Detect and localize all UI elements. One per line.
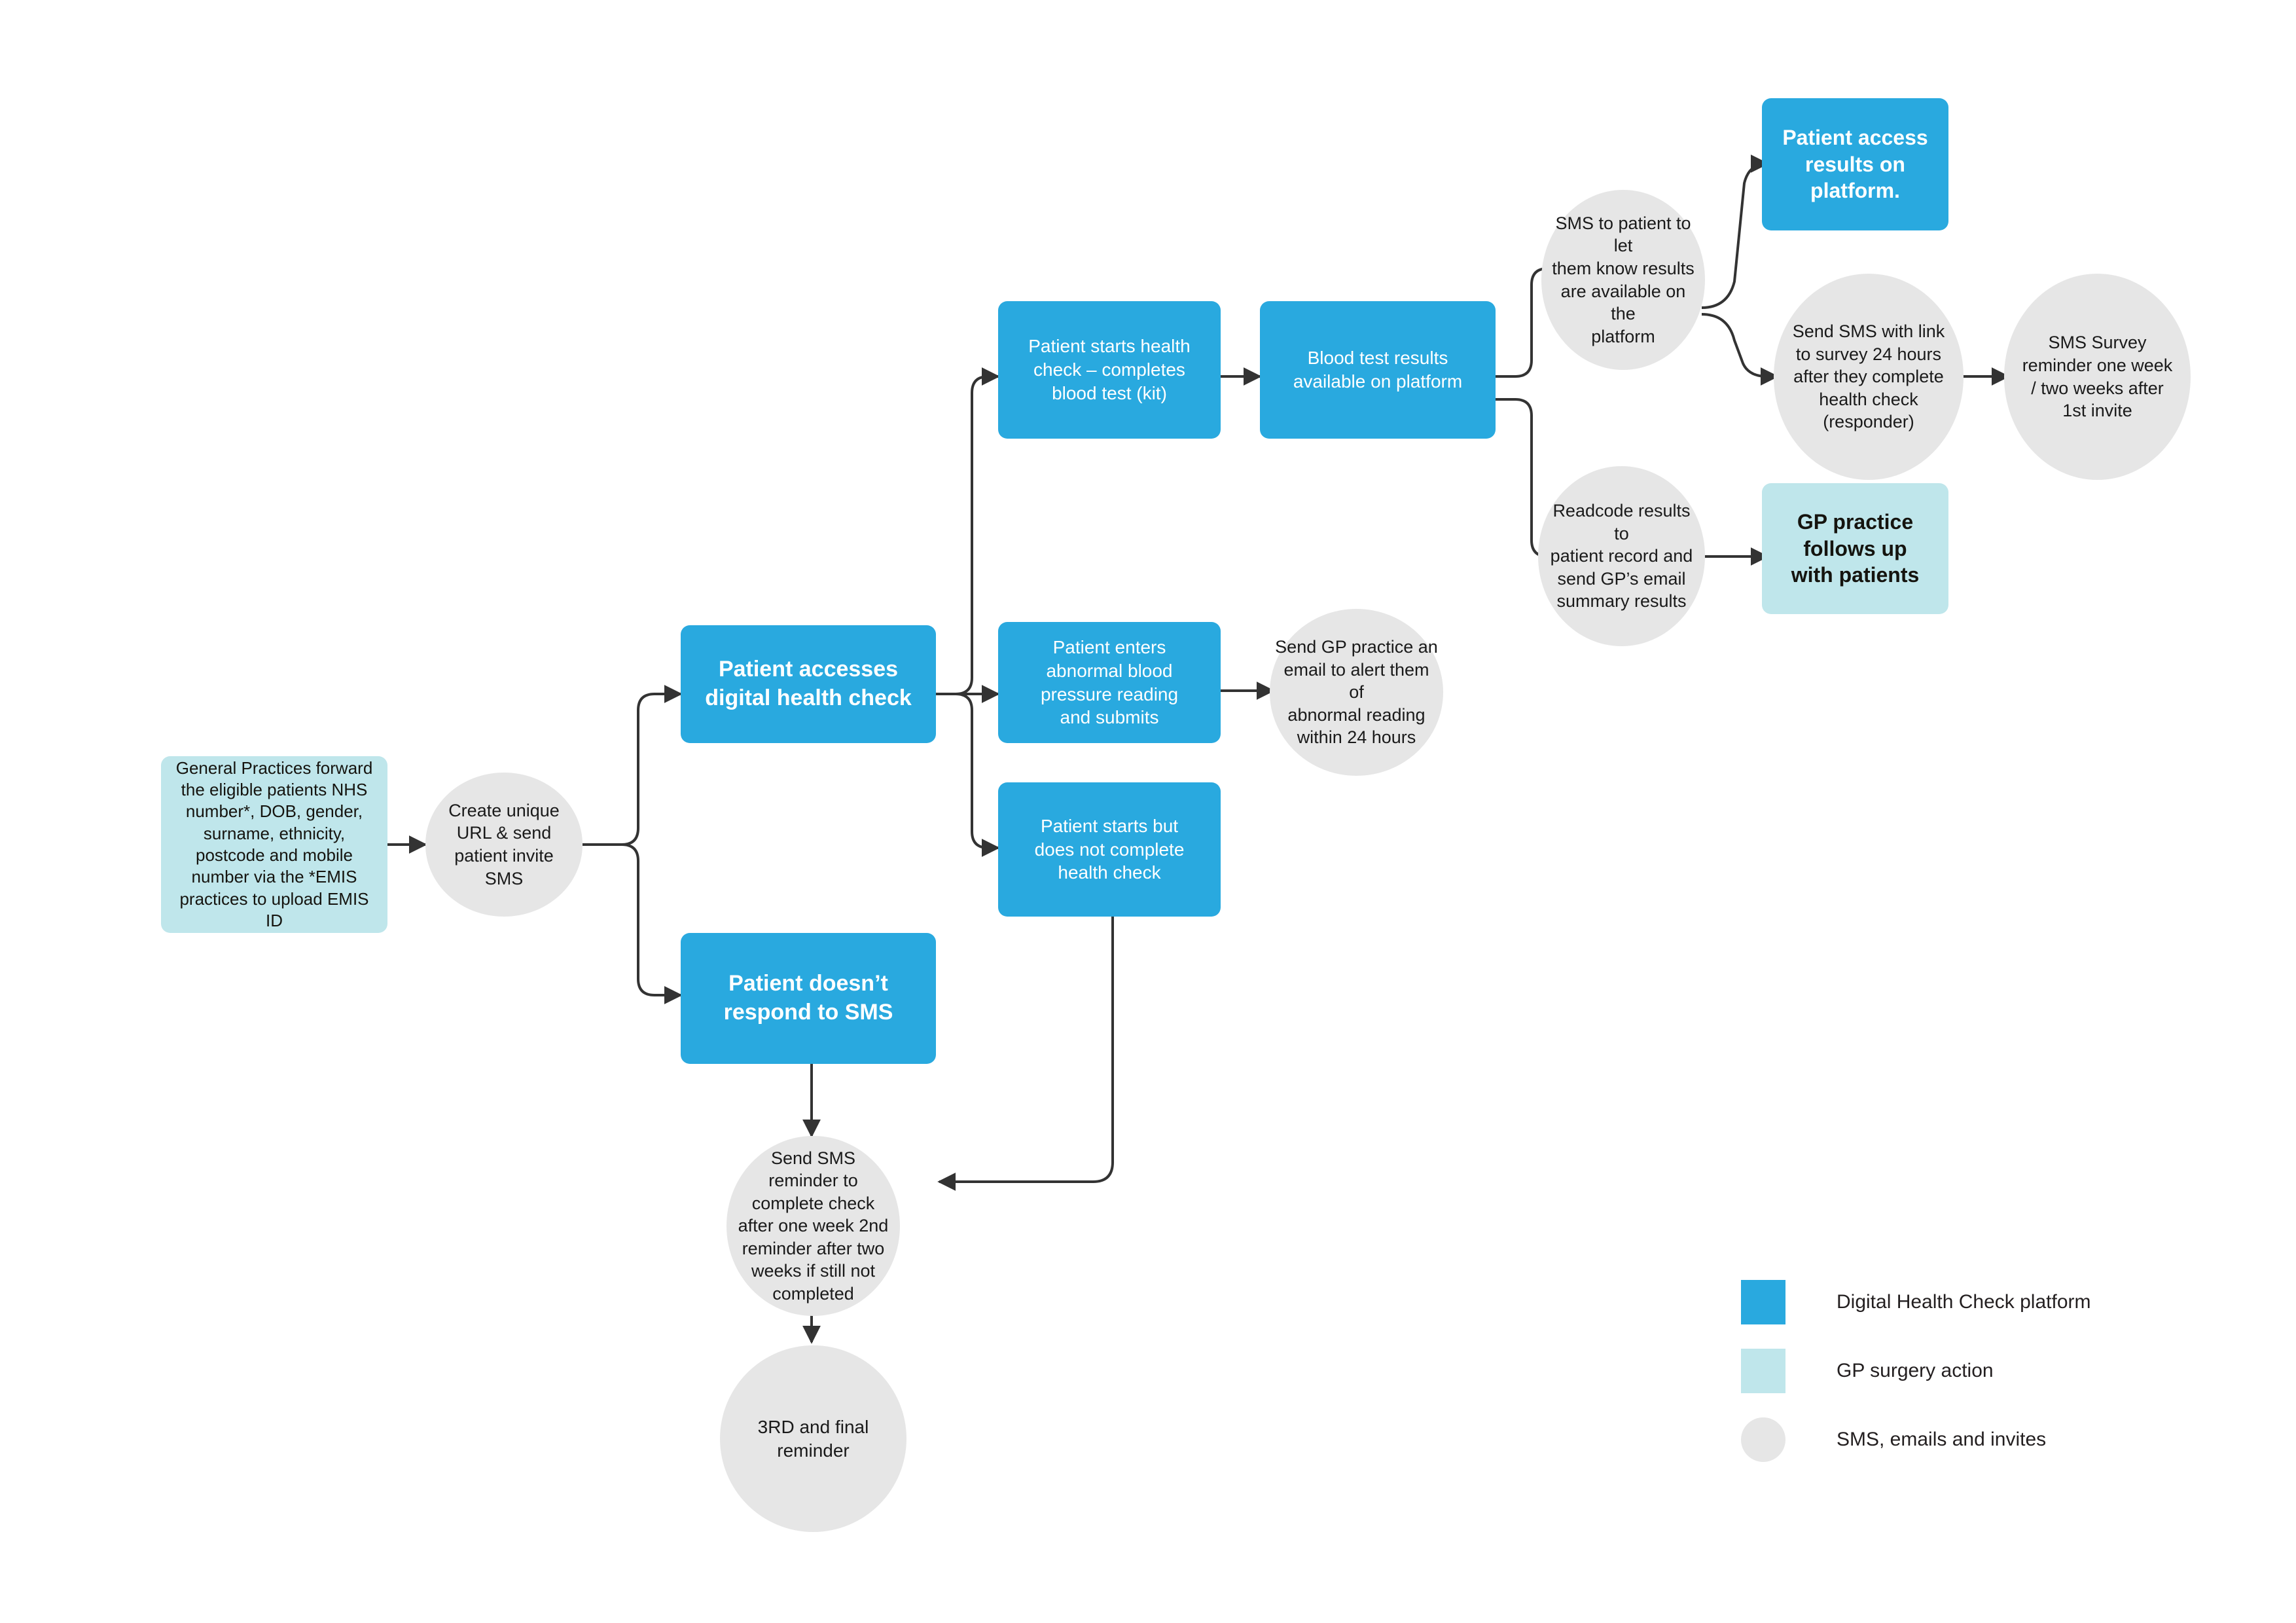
- legend-swatch-grey-circle: [1741, 1417, 1785, 1462]
- legend-item-platform: Digital Health Check platform: [1741, 1280, 2091, 1324]
- legend: Digital Health Check platform GP surgery…: [1741, 1280, 2147, 1489]
- node-patient-accesses-digital-health-check[interactable]: Patient accesses digital health check: [681, 625, 936, 743]
- legend-item-sms: SMS, emails and invites: [1741, 1417, 2046, 1462]
- edge-sms-available-to-patient-access: [1701, 155, 1769, 309]
- node-patient-starts-not-complete[interactable]: Patient starts but does not complete hea…: [998, 782, 1221, 917]
- node-patient-access-results-on-platform[interactable]: Patient access results on platform.: [1762, 98, 1948, 230]
- node-send-sms-reminder-complete-check[interactable]: Send SMS reminder to complete check afte…: [726, 1136, 900, 1316]
- node-sms-results-available[interactable]: SMS to patient to let them know results …: [1541, 190, 1705, 370]
- node-patient-enters-abnormal-bp[interactable]: Patient enters abnormal blood pressure r…: [998, 622, 1221, 743]
- edge-accesses-to-starts-health-check: [936, 367, 1000, 695]
- edge-sms-available-to-send-survey: [1701, 313, 1779, 386]
- edge-accesses-to-not-complete: [936, 693, 1000, 857]
- legend-swatch-teal: [1741, 1349, 1785, 1393]
- legend-label-sms: SMS, emails and invites: [1837, 1429, 2047, 1450]
- edge-not-complete-to-sms-reminder: [937, 917, 1114, 1191]
- node-gp-practice-follows-up[interactable]: GP practice follows up with patients: [1762, 483, 1948, 614]
- node-blood-test-results-available[interactable]: Blood test results available on platform: [1260, 301, 1496, 439]
- legend-swatch-blue: [1741, 1280, 1785, 1324]
- legend-label-platform: Digital Health Check platform: [1837, 1291, 2091, 1313]
- node-gp-forward[interactable]: General Practices forward the eligible p…: [161, 756, 387, 933]
- edge-create-url-to-no-respond: [583, 843, 683, 1004]
- node-send-sms-survey-link[interactable]: Send SMS with link to survey 24 hours af…: [1774, 274, 1964, 480]
- node-sms-survey-reminder[interactable]: SMS Survey reminder one week / two weeks…: [2004, 274, 2191, 480]
- legend-label-gp-surgery: GP surgery action: [1837, 1360, 1994, 1381]
- legend-item-gp-surgery: GP surgery action: [1741, 1349, 1994, 1393]
- node-third-and-final-reminder[interactable]: 3RD and final reminder: [720, 1345, 906, 1532]
- node-create-unique-url[interactable]: Create unique URL & send patient invite …: [425, 773, 583, 917]
- edge-create-url-to-patient-accesses: [583, 685, 683, 846]
- node-send-gp-email-abnormal-reading[interactable]: Send GP practice an email to alert them …: [1270, 609, 1443, 776]
- node-patient-starts-health-check[interactable]: Patient starts health check – completes …: [998, 301, 1221, 439]
- node-patient-doesnt-respond-to-sms[interactable]: Patient doesn’t respond to SMS: [681, 933, 936, 1064]
- node-readcode-results-to-patient-record[interactable]: Readcode results to patient record and s…: [1538, 466, 1705, 646]
